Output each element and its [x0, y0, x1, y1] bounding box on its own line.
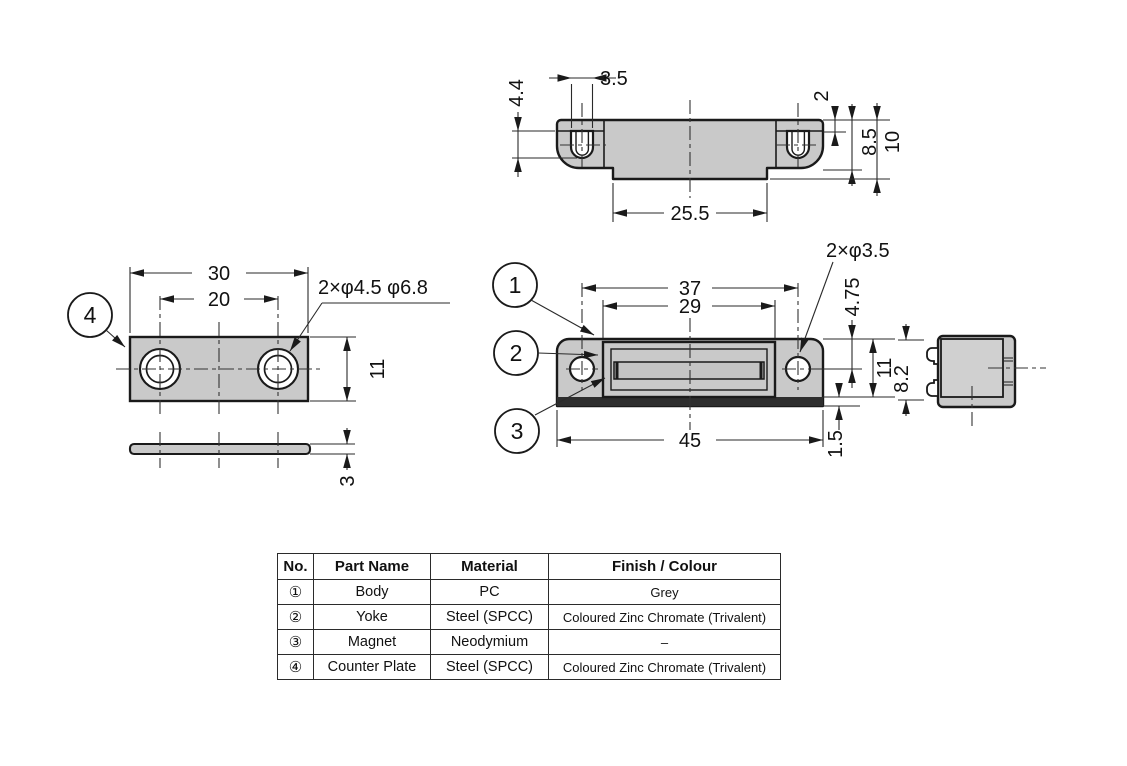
table-header-row: No. Part Name Material Finish / Colour [277, 553, 781, 580]
cell-no: ② [277, 604, 314, 630]
dim-label: 25.5 [671, 203, 710, 225]
table-row: ③ Magnet Neodymium – [277, 629, 781, 655]
front-view: 1 2 3 2×φ3.5 37 29 [492, 240, 896, 458]
balloon-label: 1 [509, 272, 522, 298]
top-view-body [555, 118, 825, 181]
balloon-label: 2 [510, 340, 523, 366]
cell-material: PC [430, 579, 549, 605]
dim-label: 4.4 [506, 79, 528, 107]
dim-label: 3.5 [600, 68, 628, 90]
magnet [613, 361, 765, 380]
clip-bottom [926, 379, 939, 397]
cell-part-name: Magnet [313, 629, 431, 655]
dim-step: 2 [811, 90, 890, 146]
dim-label: 11 [367, 359, 389, 380]
balloon-1: 1 [492, 262, 595, 336]
dim-yoke-width: 29 [602, 296, 776, 338]
parts-table: No. Part Name Material Finish / Colour ①… [277, 553, 781, 680]
balloon-3: 3 [494, 377, 606, 454]
balloon-label: 4 [84, 302, 97, 328]
table-row: ④ Counter Plate Steel (SPCC) Coloured Zi… [277, 654, 781, 680]
dim-plate-height: 11 [310, 336, 389, 402]
cell-part-name: Yoke [313, 604, 431, 630]
cell-material: Steel (SPCC) [430, 604, 549, 630]
clip-top [926, 347, 939, 365]
plate-hole-callout: 2×φ4.5 φ6.8 [289, 277, 450, 352]
dim-label: 29 [679, 296, 701, 318]
counter-plate-side-view [128, 442, 312, 456]
hole-callout-label: 2×φ3.5 [826, 240, 890, 262]
cell-material: Steel (SPCC) [430, 654, 549, 680]
top-view: 3.5 4.4 2 8.5 [506, 68, 904, 225]
header-no: No. [277, 553, 314, 580]
dim-label: 1.5 [825, 430, 847, 458]
dim-plate-width: 30 [129, 263, 309, 333]
balloon-2: 2 [493, 330, 599, 376]
header-material: Material [430, 553, 549, 580]
dim-label: 8.5 [859, 128, 881, 156]
dim-label: 11 [874, 358, 896, 379]
dim-label: 20 [208, 289, 230, 311]
header-part-name: Part Name [313, 553, 431, 580]
cell-no: ④ [277, 654, 314, 680]
dim-label: 30 [208, 263, 230, 285]
dim-label: 45 [679, 430, 701, 452]
dim-label: 8.2 [891, 365, 913, 393]
dim-label: 37 [679, 278, 701, 300]
header-finish: Finish / Colour [548, 553, 781, 580]
table-row: ② Yoke Steel (SPCC) Coloured Zinc Chroma… [277, 604, 781, 630]
cell-finish: Grey [548, 579, 781, 605]
dim-total-height: 10 [770, 103, 904, 196]
cell-no: ① [277, 579, 314, 605]
dim-clip-depth: 8.2 [891, 324, 924, 416]
cell-part-name: Body [313, 579, 431, 605]
counter-plate-view: 30 20 2×φ4.5 φ6.8 4 11 [67, 263, 450, 487]
cell-finish: Coloured Zinc Chromate (Trivalent) [548, 604, 781, 630]
dim-hole-pitch: 37 [582, 278, 798, 300]
dim-overall-width: 45 [556, 410, 824, 452]
dim-hole-offset: 4.75 [812, 278, 895, 388]
balloon-4: 4 [67, 292, 126, 348]
dim-slot-width: 3.5 [549, 68, 628, 128]
dim-label: 10 [882, 131, 904, 153]
yoke-inner [610, 348, 768, 391]
cell-finish: – [548, 629, 781, 655]
dim-plate-thickness: 3 [310, 428, 359, 487]
dim-body-height: 11 [823, 339, 896, 398]
cell-part-name: Counter Plate [313, 654, 431, 680]
cell-no: ③ [277, 629, 314, 655]
hole-callout-label: 2×φ4.5 φ6.8 [318, 277, 428, 299]
dim-label: 3 [337, 475, 359, 486]
dim-body-height: 8.5 [823, 104, 881, 186]
dim-label: 2 [811, 90, 833, 101]
side-view: 8.2 [891, 324, 1046, 428]
dim-plate-hole-pitch: 20 [160, 289, 278, 311]
dim-flange-width: 25.5 [612, 183, 768, 225]
cell-finish: Coloured Zinc Chromate (Trivalent) [548, 654, 781, 680]
dim-slot-depth: 4.4 [506, 79, 577, 177]
dim-lip: 1.5 [823, 383, 860, 458]
balloon-label: 3 [511, 418, 524, 444]
front-hole-callout: 2×φ3.5 [799, 240, 890, 353]
cell-material: Neodymium [430, 629, 549, 655]
dim-label: 4.75 [842, 278, 864, 317]
table-row: ① Body PC Grey [277, 579, 781, 605]
